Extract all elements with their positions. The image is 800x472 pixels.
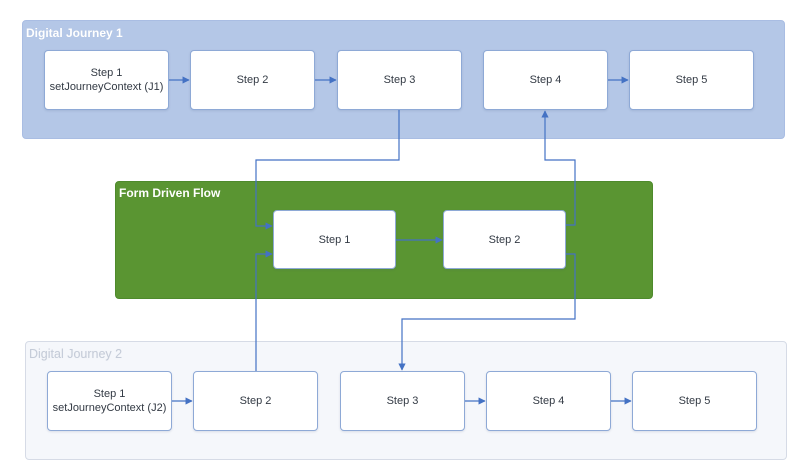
digital-journey-2-title: Digital Journey 2	[29, 347, 123, 361]
form-step2-to-dj2-step3-arrow	[398, 253, 576, 371]
dj1-step-3-label: Step 3	[383, 74, 416, 86]
dj1-step-1-label: Step 1	[90, 67, 123, 79]
digital-journey-1-title: Digital Journey 1	[26, 26, 123, 40]
form-step2-to-dj1-step4-arrow	[541, 110, 576, 226]
dj2-step-3-label: Step 3	[386, 395, 419, 407]
dj1-step-1-sublabel: setJourneyContext (J1)	[49, 81, 164, 93]
dj2-step-4-label: Step 4	[532, 395, 565, 407]
dj1-step-3[interactable]: Step 3	[337, 50, 462, 110]
dj2-step-5[interactable]: Step 5	[632, 371, 757, 431]
form-step-1[interactable]: Step 1	[273, 210, 396, 269]
form-step-1-label: Step 1	[318, 233, 351, 246]
dj2-step-2-label: Step 2	[239, 395, 272, 407]
dj1-step-1[interactable]: Step 1 setJourneyContext (J1)	[44, 50, 169, 110]
dj1-step-5[interactable]: Step 5	[629, 50, 754, 110]
dj1-step-2-label: Step 2	[236, 74, 269, 86]
dj2-step-3[interactable]: Step 3	[340, 371, 465, 431]
dj2-step-1-sublabel: setJourneyContext (J2)	[52, 402, 167, 414]
dj2-step-2[interactable]: Step 2	[193, 371, 318, 431]
dj1-step-2[interactable]: Step 2	[190, 50, 315, 110]
dj2-step-1[interactable]: Step 1 setJourneyContext (J2)	[47, 371, 172, 431]
dj2-step-5-label: Step 5	[678, 395, 711, 407]
dj1-step3-to-form-step1-arrow	[255, 110, 400, 230]
form-step-2[interactable]: Step 2	[443, 210, 566, 269]
form-driven-flow-title: Form Driven Flow	[119, 186, 221, 200]
dj1-step-4[interactable]: Step 4	[483, 50, 608, 110]
form-step-2-label: Step 2	[488, 233, 521, 246]
dj2-step-1-label: Step 1	[93, 388, 126, 400]
dj1-step-5-label: Step 5	[675, 74, 708, 86]
dj2-step2-to-form-step1-arrow	[255, 250, 273, 371]
dj1-step-4-label: Step 4	[529, 74, 562, 86]
dj2-step-4[interactable]: Step 4	[486, 371, 611, 431]
